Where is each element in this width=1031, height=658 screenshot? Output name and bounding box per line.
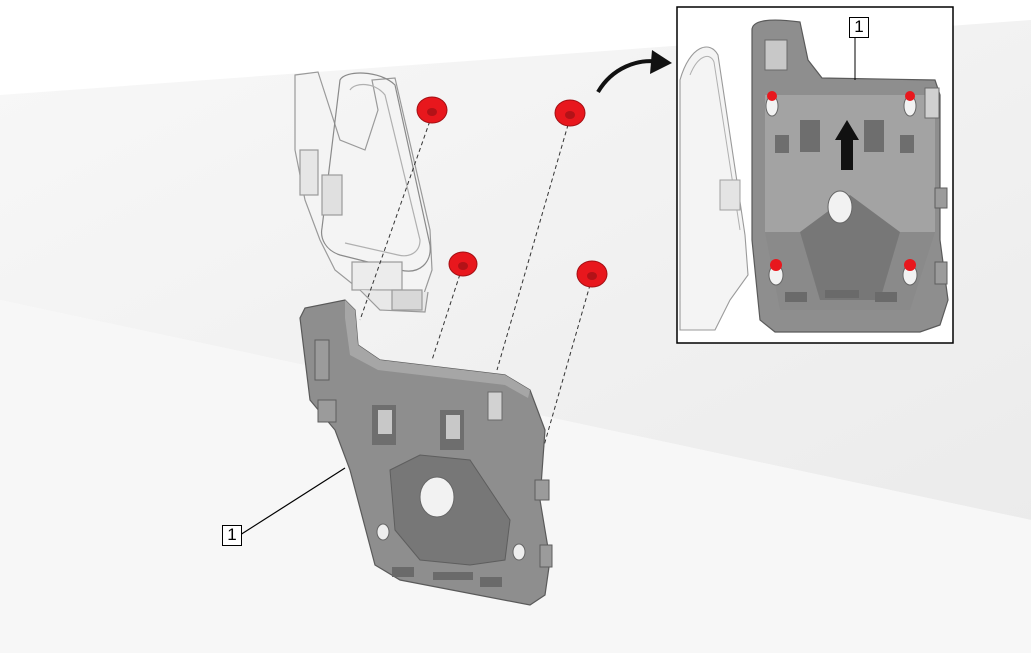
callout-label-main: 1 xyxy=(222,525,242,546)
red-clip-icon xyxy=(770,259,782,271)
red-clip-icon xyxy=(448,251,478,277)
red-clip-icon xyxy=(554,99,586,127)
callout-label-inset: 1 xyxy=(849,17,869,38)
red-clip-icon xyxy=(576,260,608,288)
curved-arrow-head xyxy=(650,50,672,74)
red-clip-icon xyxy=(904,259,916,271)
assembly-guide-lines xyxy=(359,114,593,471)
red-clip-icon xyxy=(416,96,448,124)
callout-leader-main xyxy=(239,467,346,536)
red-clip-icon xyxy=(905,91,915,101)
direction-arrow-icon xyxy=(835,120,859,170)
red-clip-icon xyxy=(767,91,777,101)
mounting-bracket xyxy=(299,299,553,606)
sensor-unit xyxy=(294,71,433,313)
inset-detail xyxy=(676,6,954,344)
